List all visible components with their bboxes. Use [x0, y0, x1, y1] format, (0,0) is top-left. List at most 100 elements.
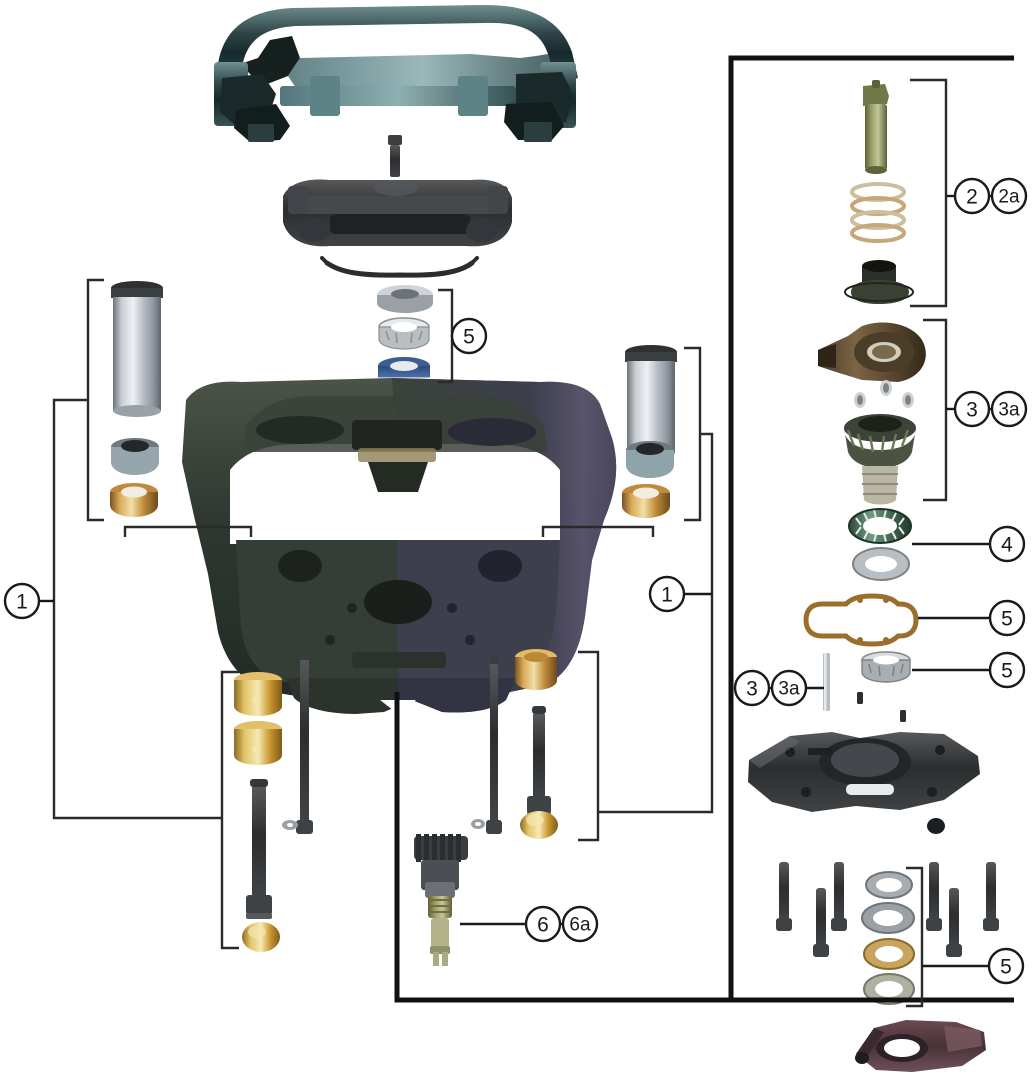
- part-guide-pin-bolt-center: [296, 652, 313, 834]
- part-cover-bolt-5: [946, 888, 962, 957]
- callout-2a[interactable]: 2a: [990, 177, 1028, 215]
- bracket-group-5-shims: [906, 866, 924, 1008]
- part-spring-seat-cup: [844, 260, 914, 304]
- part-carrier-bolt: [388, 135, 402, 177]
- bracket-1-right-body-stub: [541, 525, 655, 537]
- part-adjuster-bolt-long: [246, 779, 272, 919]
- bracket-1-left-outer: [52, 398, 222, 820]
- callout-label: 3: [966, 399, 978, 422]
- part-shim-ring-2: [861, 902, 915, 934]
- callout-circle: [3, 582, 41, 620]
- callout-label: 5: [1000, 956, 1012, 979]
- callout-circle: [561, 905, 599, 943]
- part-cover-bolt-1: [776, 862, 792, 931]
- callout-label: 5: [1001, 608, 1013, 631]
- callout-label: 6: [537, 914, 549, 937]
- right-panel-frame: [728, 55, 1014, 1003]
- part-adjuster-cap-nut: [242, 922, 280, 952]
- bracket-group-2: [910, 78, 948, 308]
- callout-6a[interactable]: 6a: [561, 905, 599, 943]
- part-tappet-piston-lower: [234, 721, 282, 765]
- part-guide-pin-washer-center: [282, 820, 298, 830]
- callout-label: 1: [661, 584, 673, 607]
- part-dowel-pin-small-a: [857, 692, 863, 704]
- callout-label: 6a: [569, 915, 591, 936]
- part-guide-pin-bushing-left: [111, 438, 159, 475]
- bracket-1-left-pistons: [220, 670, 239, 950]
- part-long-bolt-right: [486, 656, 502, 834]
- part-guide-pin-seal-right: [622, 484, 670, 518]
- callout-3[interactable]: 3: [733, 669, 771, 707]
- callout-5[interactable]: 5: [988, 651, 1026, 689]
- part-guide-pin-bushing-right: [626, 441, 674, 478]
- part-return-spring: [850, 182, 906, 243]
- callout-label: 2: [966, 186, 978, 209]
- callout-circle: [770, 669, 808, 707]
- part-roller-bearings: [854, 380, 914, 408]
- callout-5[interactable]: 5: [988, 599, 1026, 637]
- part-brake-pad-backing-plate: [283, 179, 512, 247]
- part-caliper-housing-body: [182, 378, 617, 714]
- callout-1[interactable]: 1: [648, 575, 686, 613]
- bracket-1-right-outer: [598, 432, 714, 814]
- callout-5[interactable]: 5: [987, 947, 1025, 985]
- part-cover-plug: [927, 818, 945, 834]
- callout-circle: [648, 575, 686, 613]
- bracket-1-right-parts: [578, 650, 600, 842]
- bracket-1-left-body-stub: [123, 525, 253, 537]
- part-cap-plug-brass-right: [520, 811, 558, 839]
- callout-circle: [953, 390, 991, 428]
- part-bushing-brass-right: [515, 649, 557, 690]
- bracket-group-6-outline: [394, 692, 731, 1003]
- part-operating-lever-yoke: [818, 322, 926, 382]
- callout-1[interactable]: 1: [3, 582, 41, 620]
- part-cover-bolt-2: [813, 888, 829, 957]
- part-adjuster-mechanism: [414, 834, 468, 966]
- callout-circle: [988, 651, 1026, 689]
- part-seal-ring-small: [861, 651, 911, 683]
- callout-label: 3a: [778, 679, 800, 700]
- part-seal-cap-top: [377, 285, 433, 313]
- callout-circle: [988, 525, 1026, 563]
- callout-circle: [988, 599, 1026, 637]
- callout-label: 5: [463, 326, 475, 349]
- part-cover-bolt-6: [983, 862, 999, 931]
- part-thrust-washer: [852, 547, 910, 581]
- callout-5[interactable]: 5: [450, 317, 488, 355]
- part-housing-gasket: [803, 593, 919, 647]
- callout-6[interactable]: 6: [524, 905, 562, 943]
- part-slack-adjuster-arm: [855, 1020, 986, 1072]
- part-eccentric-shaft: [844, 414, 916, 505]
- callout-2[interactable]: 2: [953, 177, 991, 215]
- callout-label: 1: [16, 591, 28, 614]
- callout-3a[interactable]: 3a: [990, 390, 1028, 428]
- part-shim-ring-4: [863, 973, 915, 1005]
- callout-4[interactable]: 4: [988, 525, 1026, 563]
- part-roll-pin: [823, 653, 830, 711]
- part-shim-ring-3: [863, 938, 915, 970]
- part-caliper-carrier-bracket: [214, 4, 578, 142]
- callout-circle: [953, 177, 991, 215]
- callout-3a[interactable]: 3a: [770, 669, 808, 707]
- callout-circle: [524, 905, 562, 943]
- part-guide-pin-sleeve-left: [111, 281, 163, 417]
- callout-label: 3: [746, 678, 758, 701]
- part-guide-pin-seal-left: [110, 483, 158, 517]
- part-dowel-pin-small-b: [900, 710, 906, 722]
- callout-circle: [733, 669, 771, 707]
- part-guide-pin-sleeve-right: [625, 345, 677, 459]
- callout-label: 4: [1001, 534, 1013, 557]
- callout-3[interactable]: 3: [953, 390, 991, 428]
- part-cover-bolt-4: [926, 862, 942, 931]
- part-caliper-back-cover: [748, 732, 980, 812]
- part-chamber-bolt: [863, 80, 889, 174]
- callout-label: 3a: [998, 400, 1020, 421]
- callout-circle: [450, 317, 488, 355]
- callout-circle: [990, 177, 1028, 215]
- part-pad-retainer-spring: [320, 256, 479, 278]
- callout-label: 2a: [998, 187, 1020, 208]
